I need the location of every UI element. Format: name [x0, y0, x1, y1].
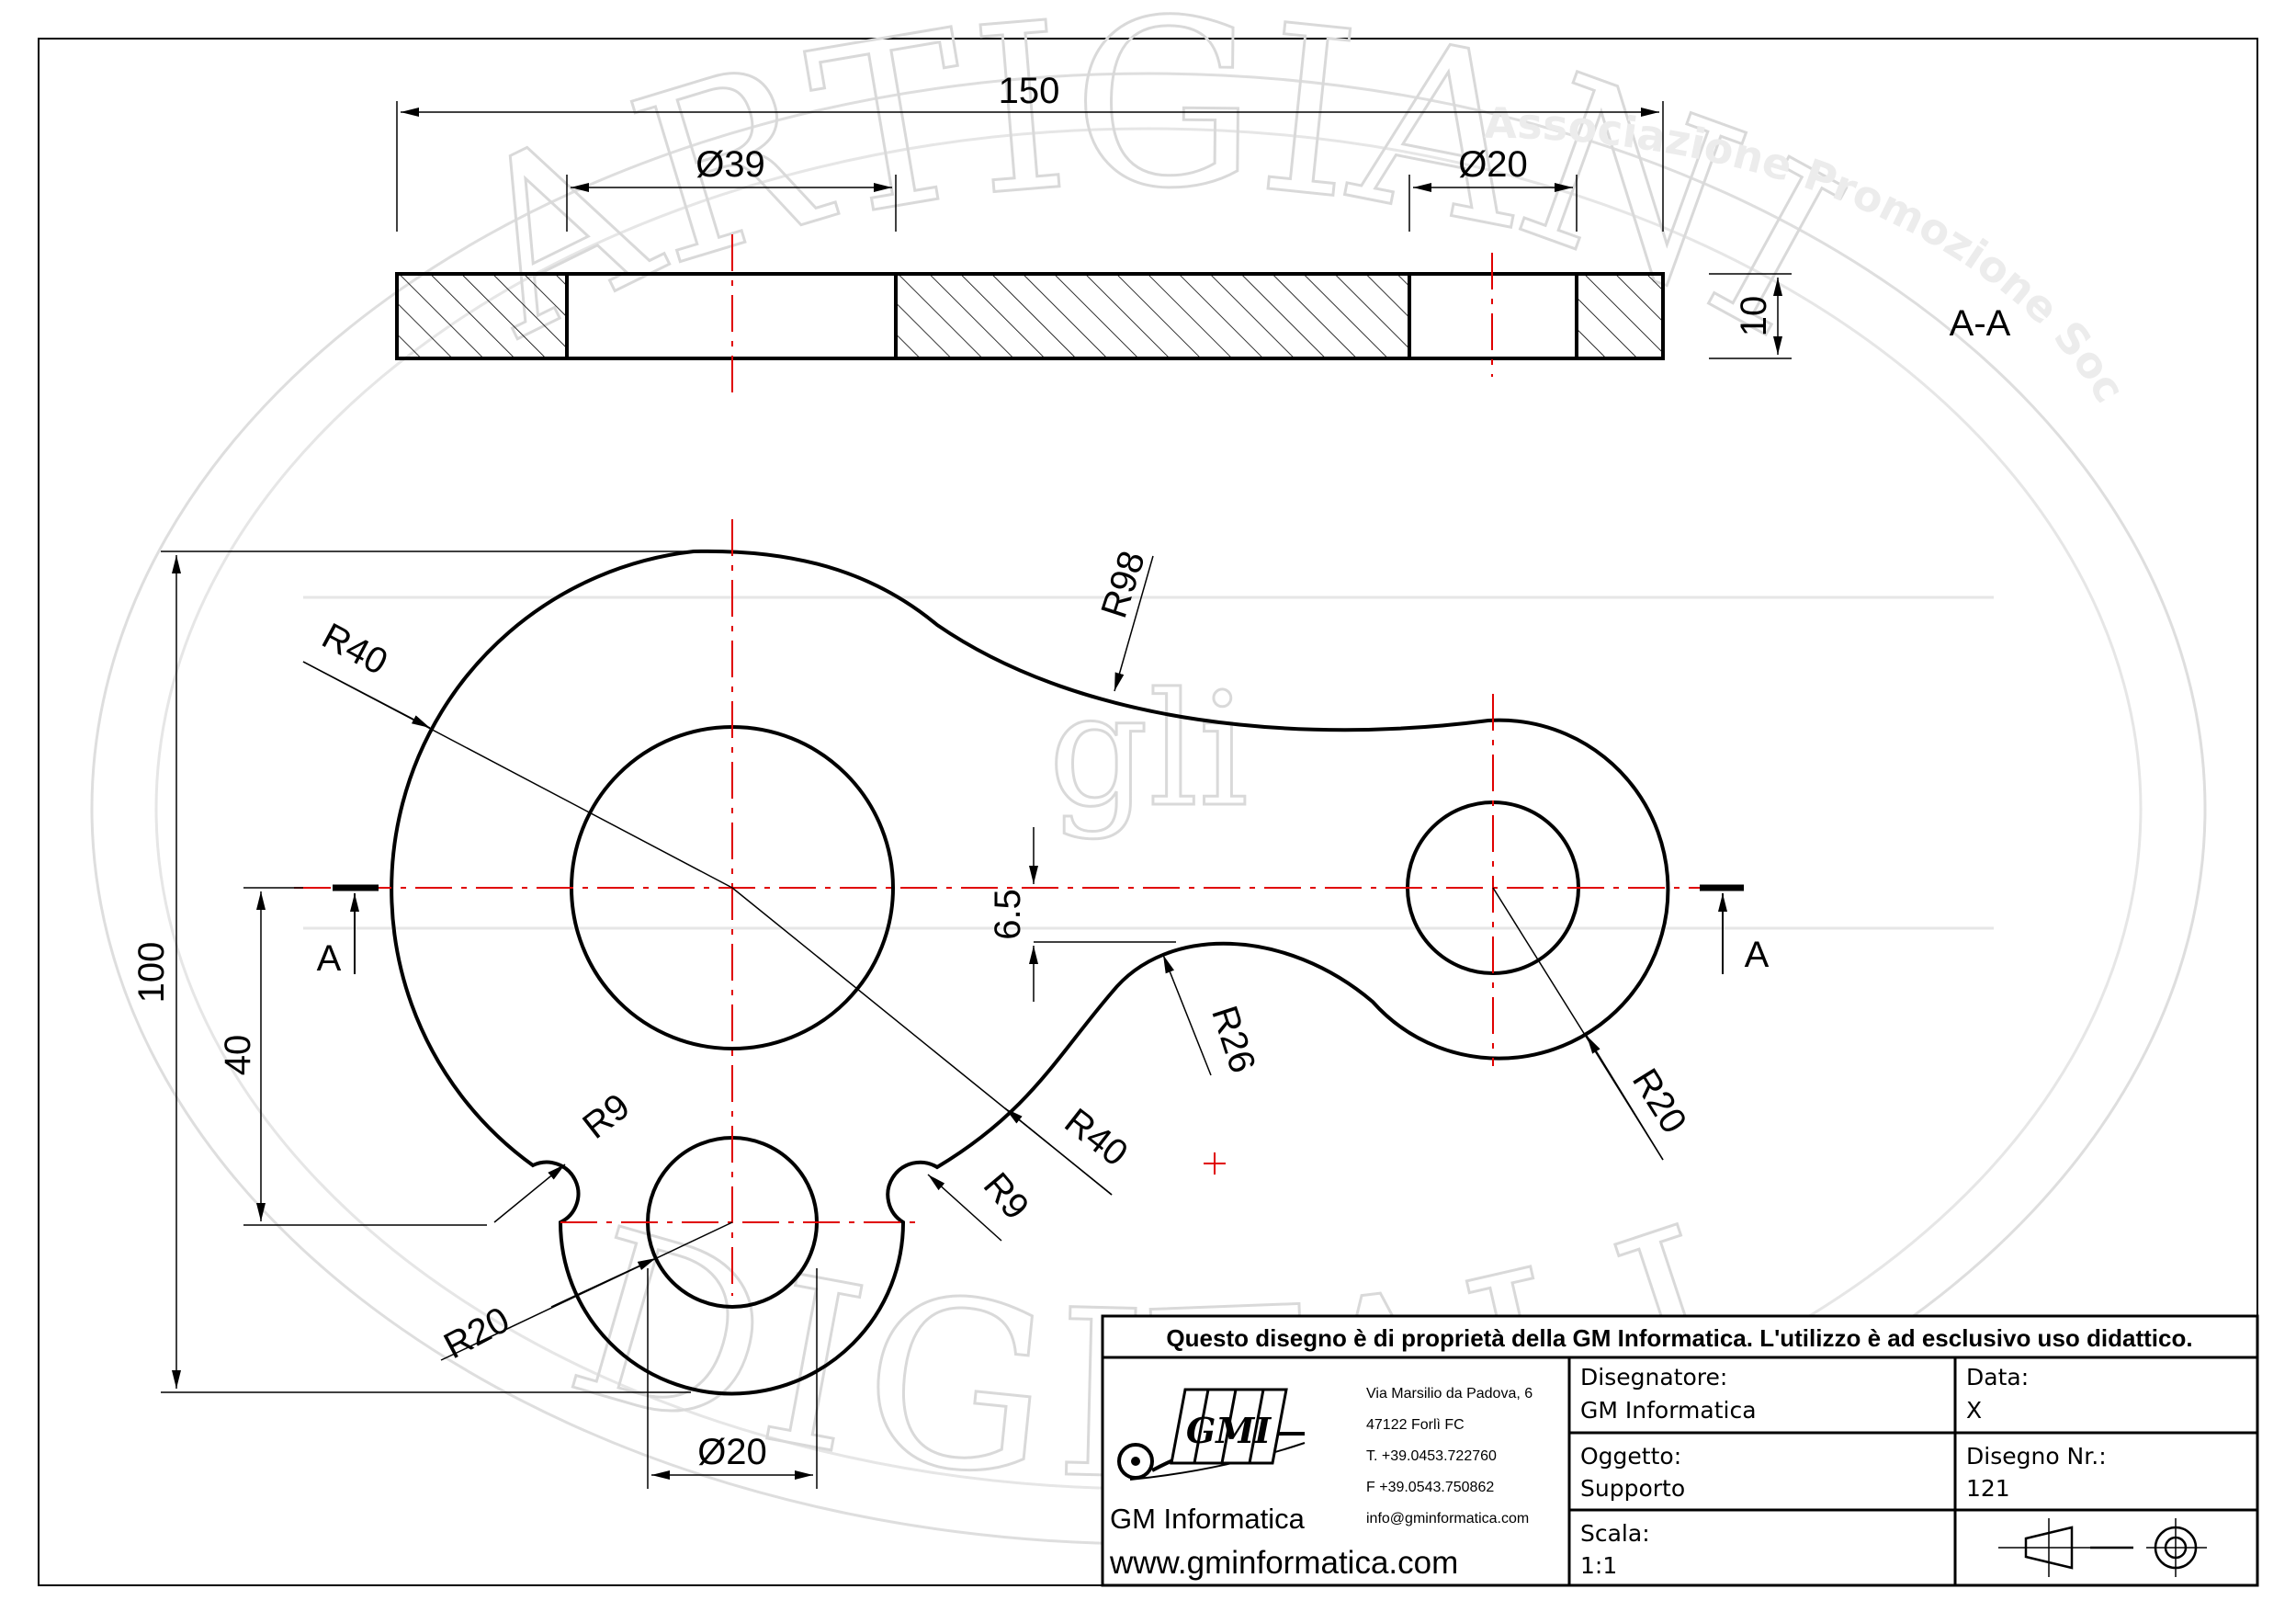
drawing-number-value: 121: [1966, 1475, 2010, 1502]
object-value: Supporto: [1580, 1475, 1685, 1502]
company-email[interactable]: info@gminformatica.com: [1366, 1511, 1529, 1527]
dim-bottom-hole-diameter: Ø20: [697, 1432, 767, 1472]
section-label: A-A: [1950, 303, 2011, 344]
company-fax: F +39.0543.750862: [1366, 1480, 1494, 1495]
part-outline: [390, 549, 1670, 1396]
dim-height: 100: [131, 942, 172, 1004]
dim-overall-length: 150: [999, 71, 1060, 111]
dim-right-hole-diameter: Ø20: [1458, 144, 1528, 185]
logo-text: GMI: [1186, 1410, 1272, 1451]
section-view: 150 Ø39 Ø20 10 A-A: [395, 71, 2011, 395]
object-label: Oggetto:: [1580, 1443, 1681, 1470]
dim-r40-lower: R40: [1058, 1101, 1136, 1175]
watermark: ARTIGIANI gli DIGITALI Associazione Prom…: [0, 0, 2207, 1546]
scale-label: Scala:: [1580, 1520, 1650, 1547]
company-address-1: Via Marsilio da Padova, 6: [1366, 1386, 1533, 1402]
designer-value: GM Informatica: [1580, 1397, 1757, 1424]
dim-r40-upper: R40: [315, 616, 393, 683]
dim-r20-right: R20: [1624, 1061, 1694, 1141]
dim-r9-right: R9: [976, 1165, 1037, 1227]
dim-r98: R98: [1093, 546, 1153, 622]
dim-thickness: 10: [1734, 296, 1774, 337]
company-phone: T. +39.0453.722760: [1366, 1448, 1497, 1464]
drawing-number-label: Disegno Nr.:: [1966, 1443, 2107, 1470]
title-block-notice: Questo disegno è di proprietà della GM I…: [1166, 1324, 2192, 1352]
dim-left-hole-diameter: Ø39: [696, 144, 765, 185]
dim-notch-offset: 6.5: [988, 889, 1028, 940]
designer-label: Disegnatore:: [1580, 1364, 1727, 1390]
projection-symbol-icon: [1998, 1518, 2207, 1577]
section-mark-right: A: [1745, 935, 1770, 975]
scale-value: 1:1: [1580, 1552, 1617, 1579]
company-name: GM Informatica: [1110, 1503, 1306, 1535]
company-website[interactable]: www.gminformatica.com: [1109, 1545, 1458, 1581]
watermark-middle-text: gli: [1048, 660, 1249, 842]
company-address-2: 47122 Forlì FC: [1366, 1417, 1465, 1433]
dim-r26: R26: [1204, 1001, 1263, 1077]
dim-r9-left: R9: [575, 1086, 637, 1147]
section-mark-left: A: [317, 938, 342, 979]
title-block: Questo disegno è di proprietà della GM I…: [1101, 1314, 2259, 1587]
date-value: X: [1966, 1397, 1982, 1424]
dim-lower-offset: 40: [218, 1035, 258, 1076]
date-label: Data:: [1966, 1364, 2029, 1390]
company-logo: GMI: [1117, 1388, 1306, 1481]
